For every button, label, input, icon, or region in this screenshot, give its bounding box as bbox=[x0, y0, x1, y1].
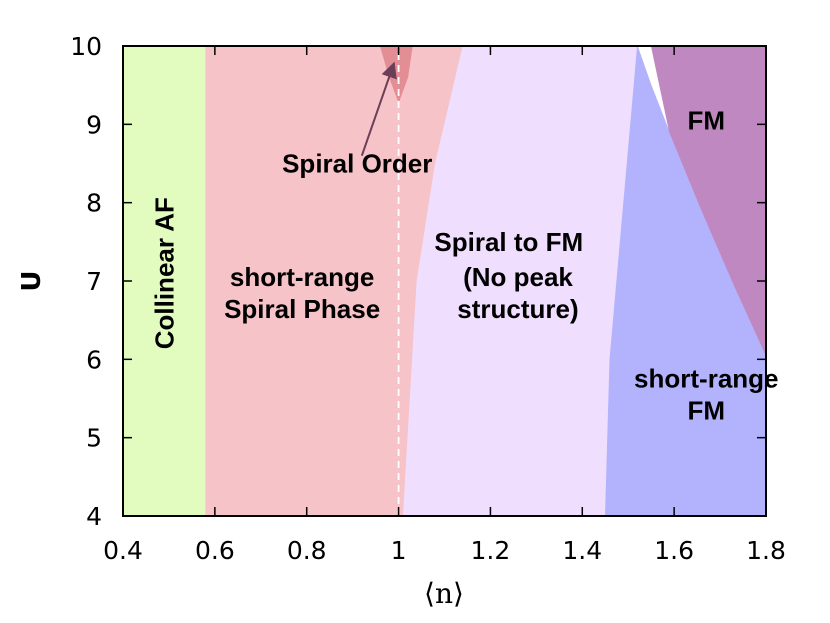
spiral-order-arrow bbox=[360, 61, 397, 156]
x-tick-label: 1.8 bbox=[746, 536, 786, 565]
region-collinear-af bbox=[123, 46, 206, 516]
x-tick-label: 1.6 bbox=[654, 536, 694, 565]
region-label-line: FM bbox=[688, 396, 726, 426]
region-label-spiral-order: Spiral Order bbox=[282, 149, 432, 179]
region-label-line: short-range bbox=[634, 364, 778, 394]
y-axis: 4 5 6 7 8 9 10 bbox=[70, 32, 766, 531]
y-tick-label: 5 bbox=[86, 424, 102, 453]
y-tick-label: 6 bbox=[86, 345, 102, 374]
y-tick-label: 9 bbox=[86, 110, 102, 139]
y-axis-title: U bbox=[17, 270, 47, 291]
x-tick-label: 1.4 bbox=[562, 536, 602, 565]
region-label-collinear-af: Collinear AF bbox=[149, 197, 179, 349]
region-label-spiral-to-fm: Spiral to FM bbox=[434, 227, 583, 257]
x-tick-label: 0.4 bbox=[103, 536, 143, 565]
region-label-line: Collinear AF bbox=[149, 197, 179, 349]
x-tick-label: 0.8 bbox=[287, 536, 327, 565]
region-label-line: (No peak bbox=[463, 262, 573, 292]
y-tick-label: 4 bbox=[86, 502, 102, 531]
x-tick-label: 1.2 bbox=[471, 536, 511, 565]
region-label-line: Spiral to FM bbox=[434, 227, 583, 257]
region-label-line: Spiral Order bbox=[282, 149, 432, 179]
region-fm bbox=[650, 46, 766, 356]
x-axis-title: ⟨n⟩ bbox=[424, 577, 464, 610]
region-label-line: Spiral Phase bbox=[224, 294, 380, 324]
x-tick-label: 1 bbox=[391, 536, 407, 565]
x-axis: 0.4 0.6 0.8 1 1.2 1.4 1.6 1.8 bbox=[103, 46, 786, 565]
y-tick-label: 8 bbox=[86, 189, 102, 218]
overlay-layer bbox=[360, 46, 400, 516]
region-label-line: structure) bbox=[457, 294, 578, 324]
phase-regions bbox=[123, 46, 766, 516]
region-label-line: short-range bbox=[230, 262, 374, 292]
x-tick-label: 0.6 bbox=[195, 536, 235, 565]
region-label-fm: FM bbox=[688, 105, 726, 135]
y-tick-label: 10 bbox=[70, 32, 102, 61]
region-label-line: FM bbox=[688, 105, 726, 135]
y-tick-label: 7 bbox=[86, 267, 102, 296]
